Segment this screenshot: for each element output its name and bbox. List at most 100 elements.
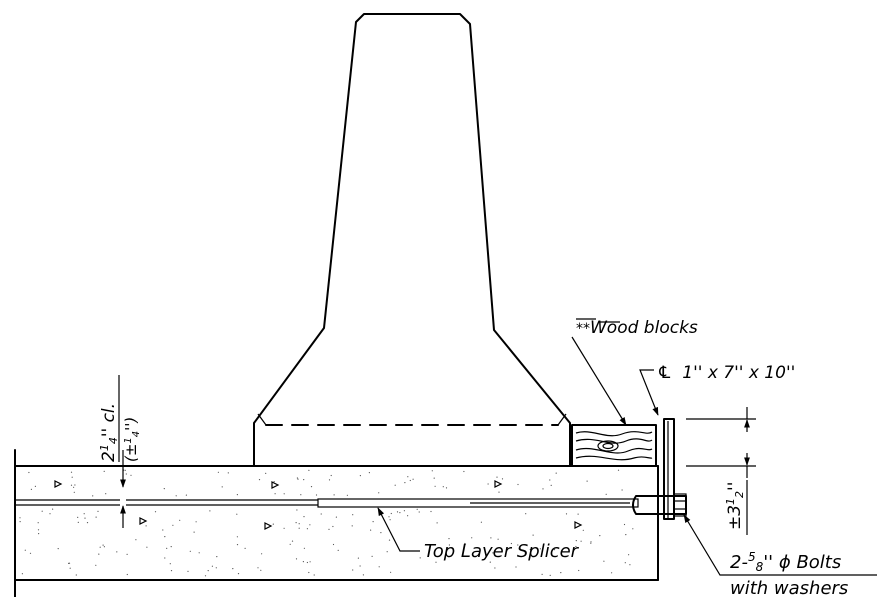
stipple-dot [309,561,311,563]
stipple-dot [451,547,453,549]
stipple-dot [257,567,259,569]
stipple-dot [448,544,450,546]
aggregate-triangles [54,480,583,530]
stipple-dot [37,522,39,524]
stipple-dot [362,574,364,576]
stipple-dot [337,549,339,552]
stipple-dot [332,525,334,528]
stipple-dot [28,471,30,474]
stipple-dot [95,516,97,518]
stipple-dot [380,532,382,534]
stipple-dot [306,528,308,530]
stipple-dot [586,480,588,482]
stipple-dot [389,519,391,521]
stipple-dot [590,541,592,543]
stipple-dot [352,569,354,571]
stipple-dot [433,477,435,479]
stipple-dot [419,557,421,559]
stipple-dot [611,572,613,574]
stipple-dot [396,511,399,513]
stipple-dot [272,523,274,525]
stipple-dot [103,470,105,472]
leaders [377,321,877,576]
stipple-dot [529,548,531,551]
stipple-dot [19,521,21,523]
stipple-dot [510,542,512,545]
stipple-dot [303,547,305,549]
stipple-dot [77,516,79,519]
stipple-dot [430,510,432,513]
stipple-dot [577,513,579,515]
stipple-dot [244,547,246,550]
stipple-dot [187,570,189,573]
stipple-dot [308,571,310,574]
stipple-dot [599,535,601,537]
stipple-dot [73,491,75,493]
stipple-dot [386,551,388,553]
stipple-dot [227,472,229,474]
stipple-dot [498,491,500,493]
stipple-dot [603,560,605,562]
stipple-dot [273,481,275,483]
stipple-dot [21,573,23,575]
stipple-dot [357,557,359,559]
stipple-dot [69,567,71,569]
stipple-dot [198,552,200,554]
stipple-dot [164,557,166,559]
stipple-dot [105,493,107,495]
stipple-dot [154,511,157,513]
stipple-dot [388,516,390,518]
stipple-dot [34,485,37,487]
stipple-dot [300,494,302,496]
stipple-dot [517,544,519,546]
stipple-dot [179,519,181,521]
stipple-dot [359,565,361,567]
deck-slab [14,449,659,597]
stipple-dot [70,471,73,473]
splicer-label: Top Layer Splicer [424,541,580,562]
stipple-dot [221,486,223,488]
stipple-dot [172,524,174,526]
reinforcing-bars [15,498,639,508]
stipple-dot [332,543,335,546]
stipple-dot [434,485,436,487]
stipple-dot [448,538,450,540]
stipple-dot [130,474,132,476]
stipple-dot [24,549,26,551]
stipple-dot [621,489,623,491]
stipple-dot [30,488,32,490]
stipple-dot [145,525,147,527]
stipple-dot [217,471,219,473]
stipple-dot [193,531,195,533]
stipple-dot [370,529,372,531]
stipple-dot [560,572,562,574]
stipple-dot [303,516,305,518]
stipple-dot [624,562,626,564]
stipple-dot [163,488,165,490]
stipple-dot [298,523,300,525]
stipple-dot [170,570,173,572]
stipple-dot [517,483,519,486]
stipple-dot [283,493,285,495]
stipple-dot [126,553,128,556]
stipple-dot [471,537,473,539]
stipple-dot [549,574,551,577]
stipple-dot [37,529,40,531]
svg-text:(±14''): (±14'') [122,417,142,462]
stipple-dot [216,556,218,558]
stipple-dot [497,538,499,540]
stipple-dot [328,479,331,481]
bolts-label: 2-58'' ϕ Bolts [730,550,841,574]
stipple-dot [399,511,401,514]
stipple-dot [575,545,577,548]
stipple-dot [480,521,482,523]
height-dimension [686,407,756,535]
stipple-dot [403,510,405,512]
stipple-dot [236,536,238,538]
stipple-dot [549,479,551,481]
stipple-dot [74,484,76,486]
stipple-dot [303,479,305,481]
stipple-dot [553,549,556,551]
stipple-dot [195,521,197,523]
stipple-dot [328,528,330,531]
